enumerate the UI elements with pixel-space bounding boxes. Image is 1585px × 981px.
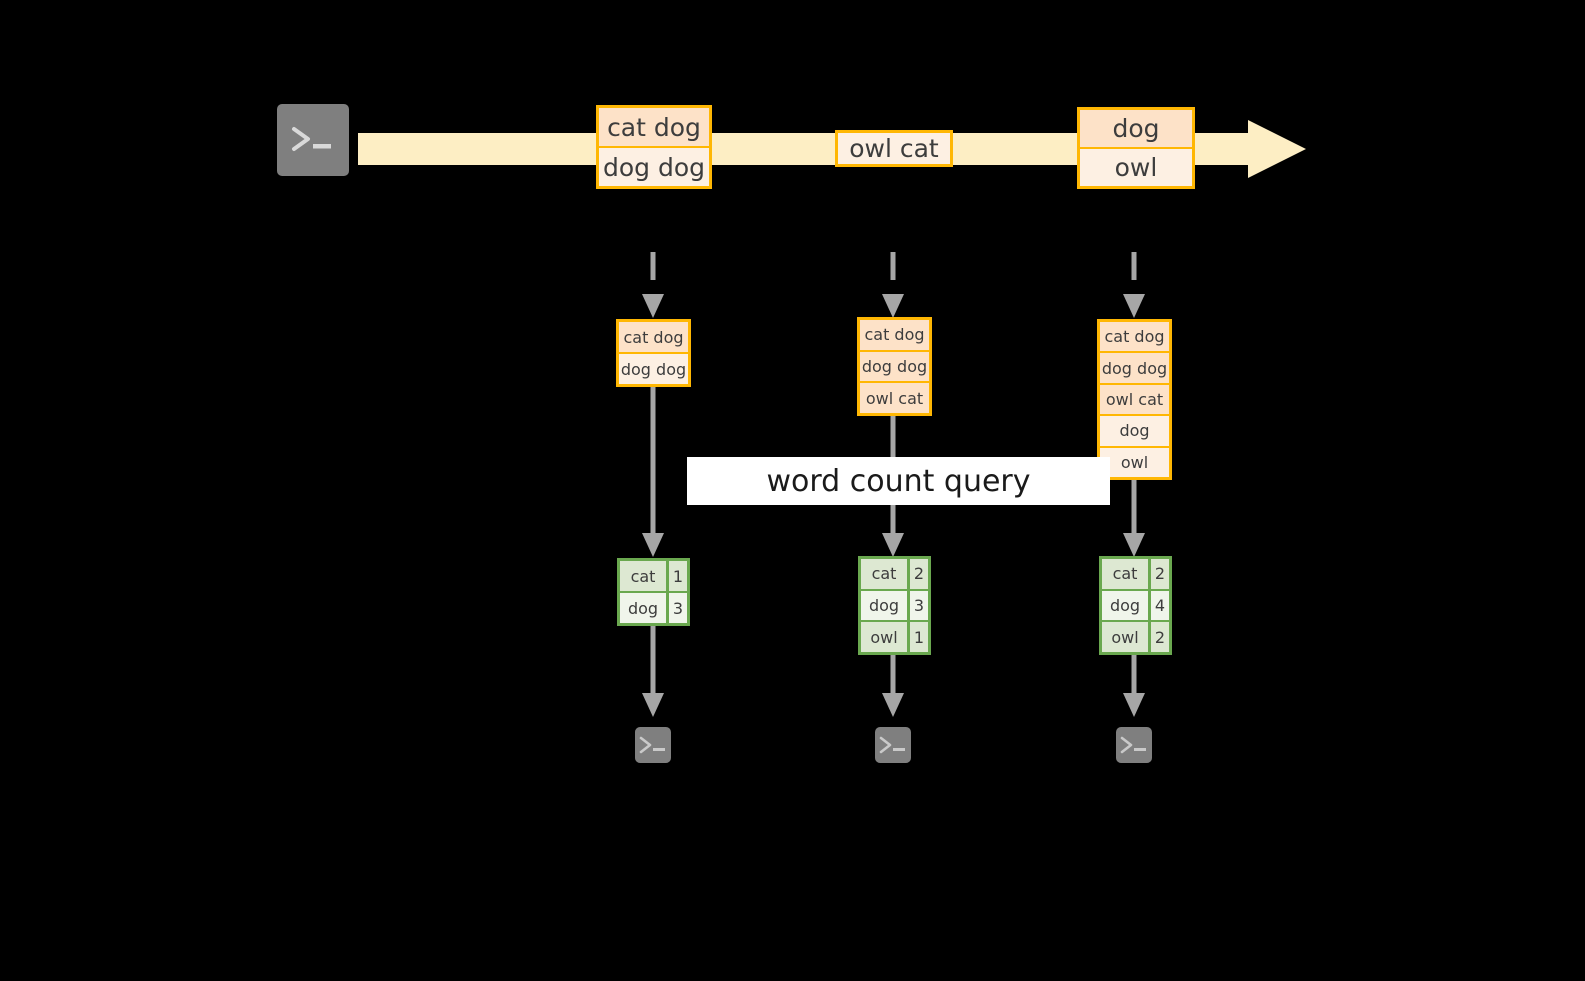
ingest-dashed-arrow-icon-t3 [1120,252,1148,320]
output-arrow-icon-t3 [1120,655,1148,718]
result-row: dog 4 [1102,590,1169,623]
log-line: dog [1100,416,1169,448]
log-line: cat dog [619,322,688,354]
stream-record-batch-2[interactable]: owl cat [835,130,953,167]
result-word: owl [861,622,910,653]
sink-terminal-icon-t1 [626,718,680,772]
result-table-t1[interactable]: cat 1 dog 3 [617,558,690,626]
log-stack-t3[interactable]: cat dog dog dog owl cat dog owl [1097,319,1172,480]
result-count: 2 [1151,559,1169,589]
query-banner: word count query [687,457,1110,505]
query-arrow-icon-t1 [639,387,667,558]
ingest-dashed-arrow-icon-t1 [639,252,667,320]
result-word: dog [1102,590,1151,621]
stream-record-line: owl cat [838,133,950,164]
result-row: cat 2 [861,559,928,591]
result-row: owl 1 [861,622,928,653]
stream-arrow-icon [358,118,1308,180]
result-count: 2 [910,559,928,589]
result-table-t3[interactable]: cat 2 dog 4 owl 2 [1099,556,1172,655]
result-count: 3 [669,593,687,623]
log-stack-t1[interactable]: cat dog dog dog [616,319,691,387]
stream-record-batch-3[interactable]: dog owl [1077,107,1195,189]
result-table-t2[interactable]: cat 2 dog 3 owl 1 [858,556,931,655]
log-line: dog dog [860,351,929,384]
result-word: dog [861,590,910,621]
query-arrow-icon-t3 [1120,480,1148,558]
stream-record-line: dog [1080,110,1192,149]
result-count: 3 [910,590,928,621]
log-line: dog dog [619,354,688,384]
result-row: cat 1 [620,561,687,593]
log-line: cat dog [1100,322,1169,354]
stream-record-line: dog dog [599,148,709,186]
result-word: cat [1102,559,1151,589]
terminal-prompt-glyph [1116,727,1152,763]
log-line: dog dog [1100,353,1169,385]
result-count: 1 [669,561,687,591]
result-row: dog 3 [861,590,928,623]
terminal-prompt-glyph [635,727,671,763]
output-arrow-icon-t2 [879,655,907,718]
result-word: dog [620,593,669,623]
terminal-prompt-glyph [875,727,911,763]
stream-record-line: owl [1080,149,1192,186]
result-word: cat [861,559,910,589]
log-stack-t2[interactable]: cat dog dog dog owl cat [857,317,932,416]
source-terminal-icon [268,95,358,185]
ingest-dashed-arrow-icon-t2 [879,252,907,320]
stream-record-line: cat dog [599,108,709,148]
log-line: owl [1100,447,1169,478]
result-row: cat 2 [1102,559,1169,591]
sink-terminal-icon-t2 [866,718,920,772]
result-count: 2 [1151,622,1169,653]
log-line: owl cat [860,383,929,414]
result-row: owl 2 [1102,622,1169,653]
result-count: 1 [910,622,928,653]
result-row: dog 3 [620,593,687,623]
log-line: owl cat [1100,384,1169,417]
query-banner-label: word count query [766,463,1031,499]
terminal-prompt-glyph [277,104,349,176]
result-word: cat [620,561,669,591]
result-word: owl [1102,622,1151,653]
log-line: cat dog [860,320,929,352]
output-arrow-icon-t1 [639,626,667,718]
stream-record-batch-1[interactable]: cat dog dog dog [596,105,712,189]
sink-terminal-icon-t3 [1107,718,1161,772]
result-count: 4 [1151,590,1169,621]
